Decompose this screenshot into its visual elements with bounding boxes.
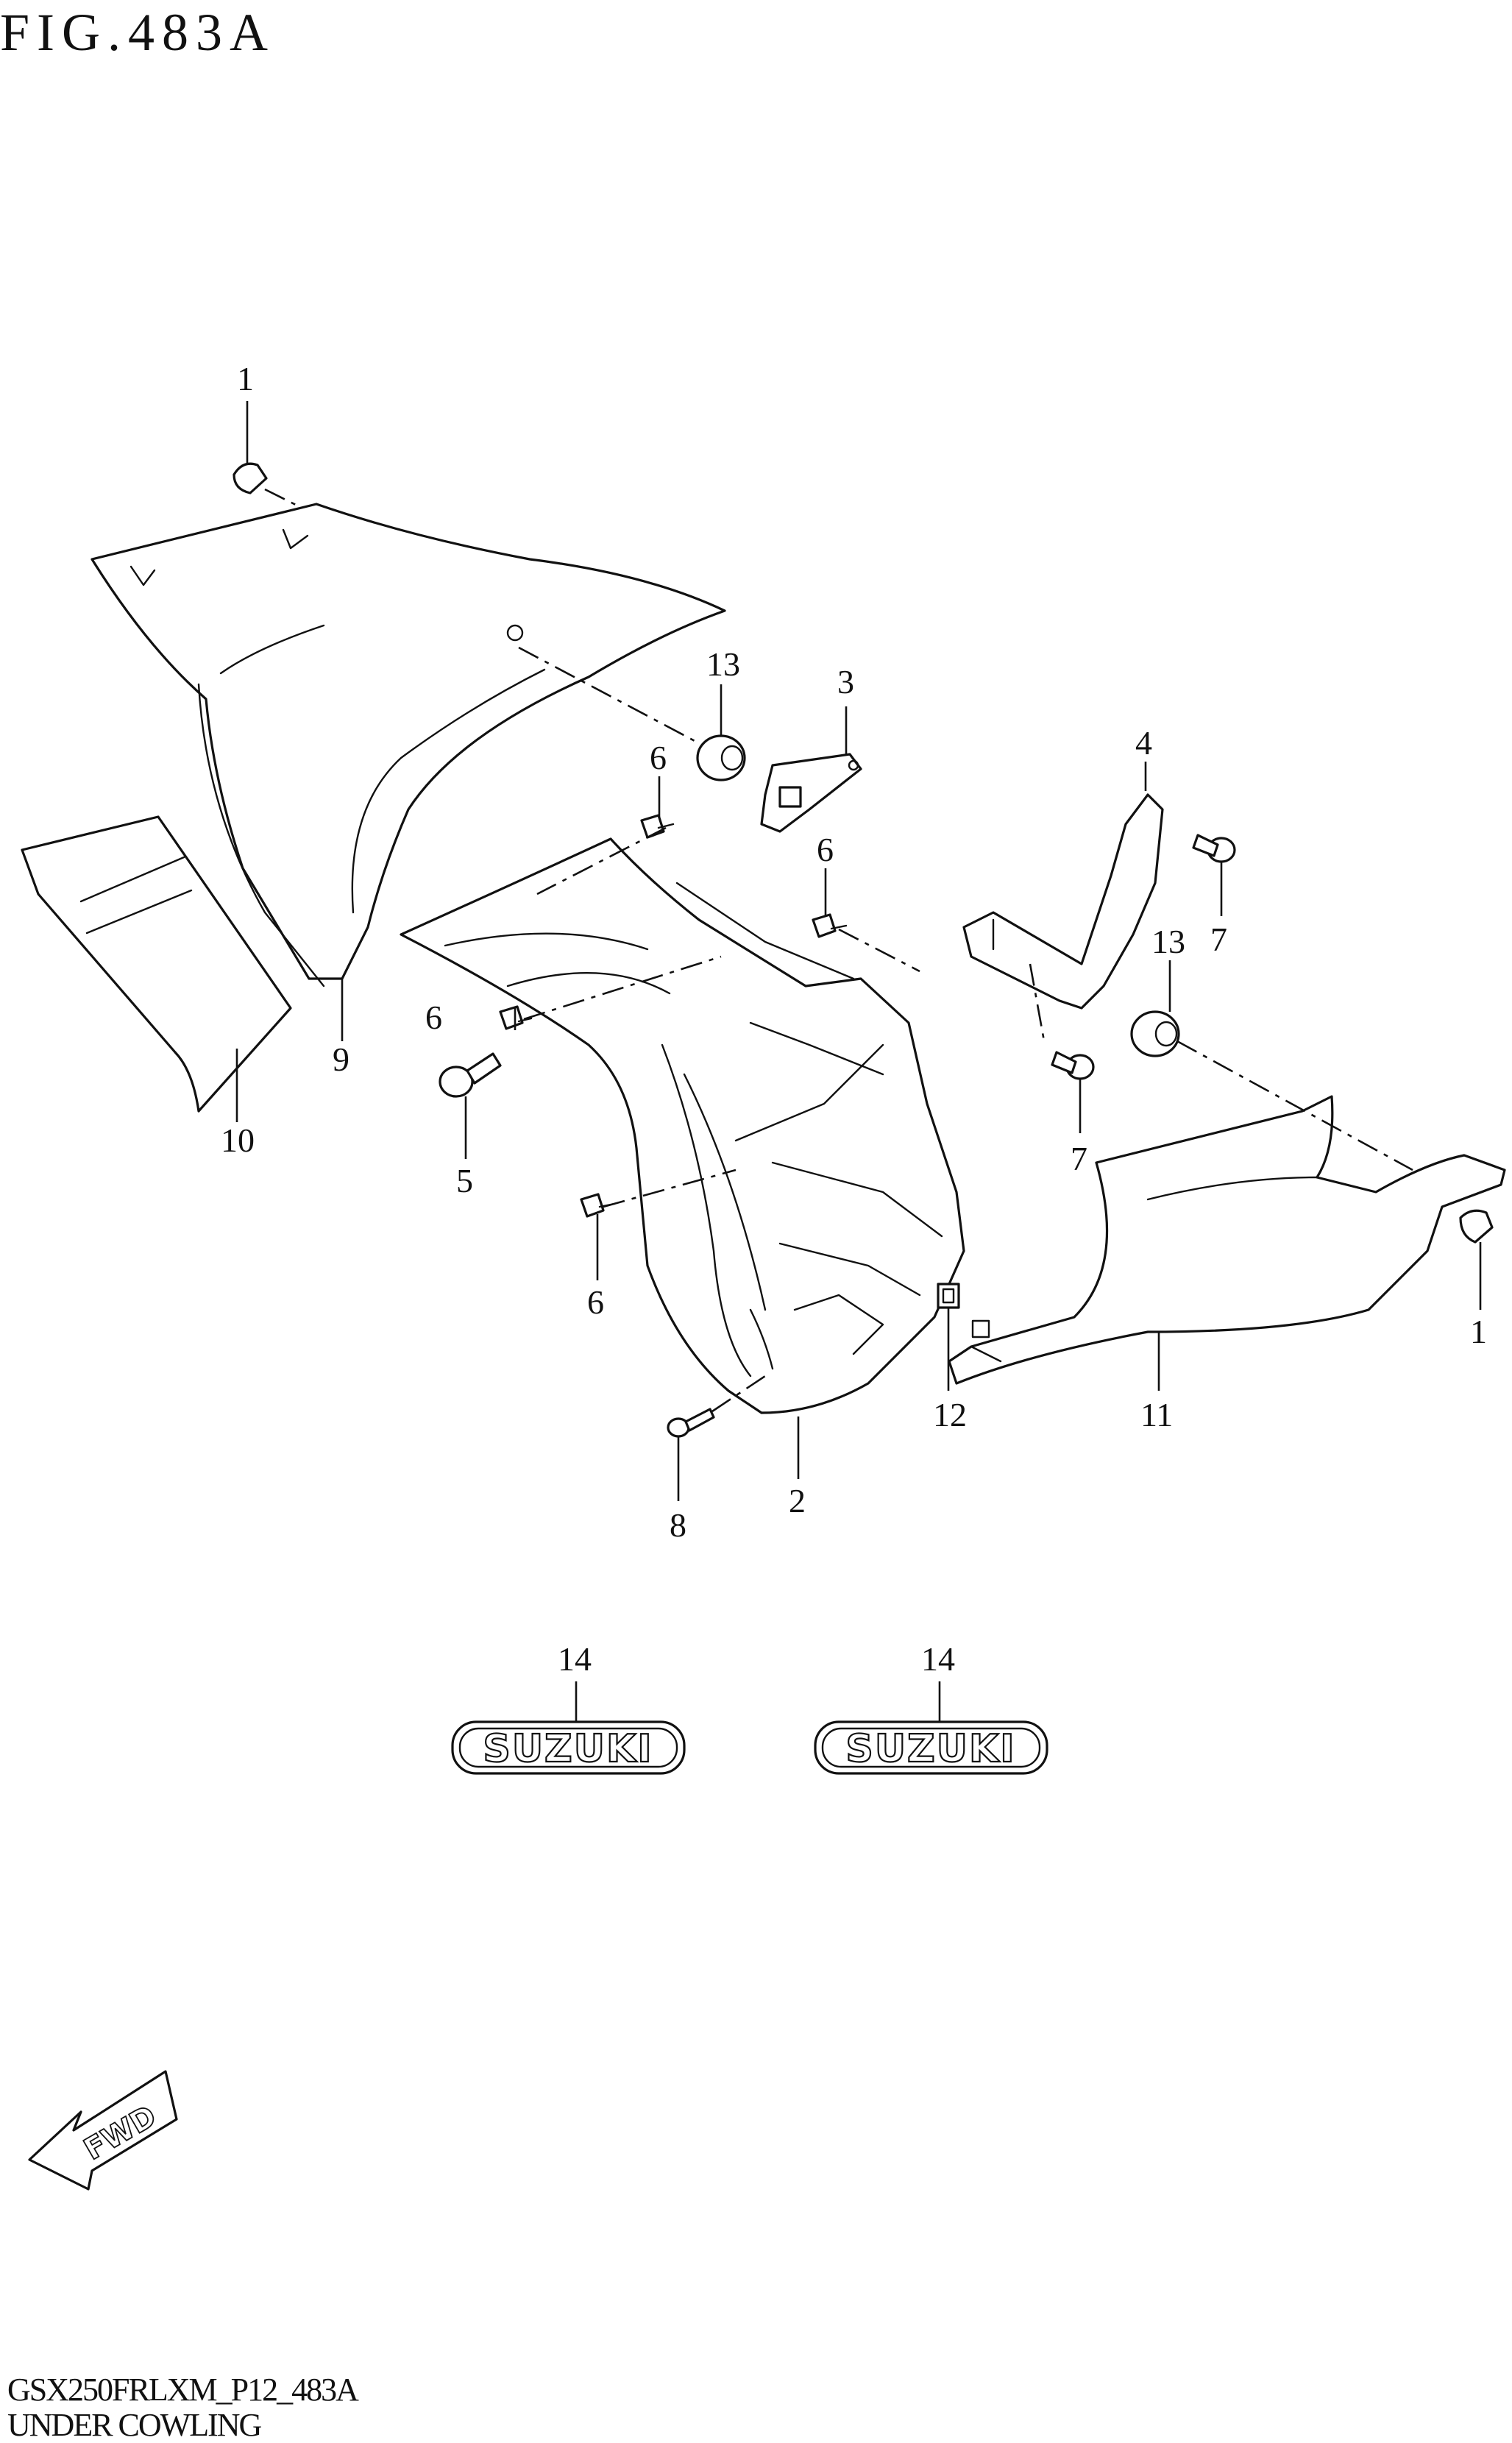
part-2-under-cowling (400, 837, 965, 1414)
fwd-arrow-icon: FWD (28, 2070, 178, 2191)
part-4-bracket (962, 793, 1164, 1010)
callout-2: 2 (789, 1482, 806, 1520)
callout-6-d: 6 (587, 1283, 604, 1321)
part-6-rivet-c (499, 1005, 533, 1030)
callout-4: 4 (1135, 724, 1152, 762)
leader-lines (235, 401, 1482, 1722)
part-8-screw (667, 1408, 715, 1438)
callout-1-right: 1 (1470, 1313, 1487, 1350)
callout-10: 10 (221, 1121, 255, 1159)
part-7-bolt-b (1051, 1051, 1095, 1080)
callout-5: 5 (456, 1162, 473, 1199)
part-1-clip-top (233, 462, 268, 494)
part-5-bolt (439, 1052, 502, 1098)
part-1-clip-right (1459, 1209, 1494, 1244)
part-12-clip (937, 1283, 960, 1309)
assembly-lines (264, 488, 1413, 1413)
part-11-lower-cowl (948, 1095, 1506, 1385)
part-3-bracket (760, 753, 862, 833)
callout-1-top: 1 (237, 360, 254, 397)
part-13-grommet-a (696, 734, 746, 781)
part-6-rivet-a (640, 814, 675, 839)
diagram-name: UNDER COWLING (7, 2407, 262, 2443)
callout-6-c: 6 (425, 999, 442, 1036)
callout-13-b: 13 (1151, 923, 1185, 960)
callout-8: 8 (670, 1506, 686, 1544)
diagram-code: GSX250FRLXM_P12_483A (7, 2372, 359, 2408)
part-13-grommet-b (1130, 1010, 1180, 1057)
callout-7-b: 7 (1071, 1140, 1087, 1177)
part-9-side-cowl (90, 503, 726, 988)
callout-6-a: 6 (650, 739, 667, 776)
part-7-bolt-a (1192, 834, 1236, 863)
callout-numbers: 1 13 3 6 6 4 7 13 6 7 9 10 5 6 1 12 11 2… (221, 360, 1487, 1678)
emblem-a-text: SUZUKI (483, 1727, 653, 1771)
part-6-rivet-d (580, 1193, 616, 1218)
callout-13-a: 13 (706, 645, 740, 683)
callout-14-a: 14 (558, 1640, 592, 1678)
figure-title: FIG.483A (0, 3, 275, 62)
part-10-side-panel (21, 815, 292, 1113)
emblem-b-text: SUZUKI (845, 1727, 1015, 1771)
callout-7-a: 7 (1210, 921, 1227, 958)
callout-3: 3 (837, 663, 854, 701)
part-6-rivet-b (812, 913, 848, 938)
callout-12: 12 (933, 1396, 967, 1433)
callout-6-b: 6 (817, 831, 834, 868)
part-14-emblem-a: SUZUKI (451, 1720, 686, 1775)
callout-14-b: 14 (921, 1640, 955, 1678)
callout-11: 11 (1140, 1396, 1173, 1433)
part-14-emblem-b: SUZUKI (814, 1720, 1048, 1775)
callout-9: 9 (333, 1040, 349, 1078)
